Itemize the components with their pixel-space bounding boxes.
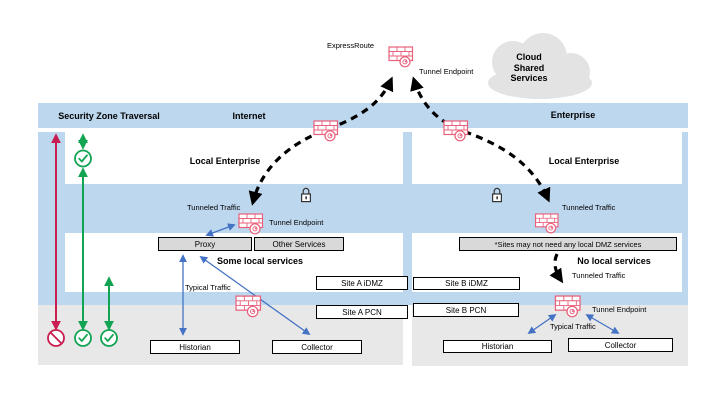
tunneled-traffic-label-b-lower: Tunneled Traffic: [572, 271, 626, 280]
tunneled-traffic-label-b-upper: Tunneled Traffic: [562, 203, 616, 212]
tunneled-traffic-label-a: Tunneled Traffic: [187, 203, 241, 212]
zone-title-internet: Internet: [232, 111, 266, 121]
historian-box-a: Historian: [150, 340, 240, 354]
typical-traffic-label-b: Typical Traffic: [550, 322, 596, 331]
collector-box-b: Collector: [568, 338, 673, 352]
typical-traffic-label-a: Typical Traffic: [185, 283, 231, 292]
site-b-pcn-box: Site B PCN: [413, 303, 519, 317]
no-local-services-label: No local services: [577, 256, 651, 266]
other-services-box: Other Services: [254, 237, 344, 251]
collector-box-a: Collector: [272, 340, 362, 354]
tunnel-endpoint-label-b: Tunnel Endpoint: [592, 305, 647, 314]
some-local-services-label: Some local services: [216, 256, 304, 266]
site-a-pcn-box: Site A PCN: [316, 305, 408, 319]
zone-title-enterprise: Enterprise: [550, 110, 596, 120]
tunnel-endpoint-label-a: Tunnel Endpoint: [269, 218, 324, 227]
proxy-box: Proxy: [158, 237, 252, 251]
local-enterprise-label-a: Local Enterprise: [189, 156, 261, 166]
site-a-idmz-box: Site A iDMZ: [316, 276, 408, 290]
site-b-idmz-box: Site B iDMZ: [413, 277, 520, 290]
cloud-label-line2: Shared: [513, 62, 545, 73]
cloud-shared-services-label: Cloud Shared Services: [497, 52, 561, 84]
local-enterprise-label-b: Local Enterprise: [548, 156, 620, 166]
expressroute-label: ExpressRoute: [327, 41, 375, 50]
firewall-icon-expressroute: [388, 46, 414, 68]
cloud-label-line3: Services: [510, 73, 548, 83]
zone-title-security-traversal: Security Zone Traversal: [58, 111, 160, 121]
tunnel-endpoint-label-top: Tunnel Endpoint: [419, 67, 474, 76]
cloud-label-line1: Cloud: [516, 52, 542, 62]
dmz-note-box: *Sites may not need any local DMZ servic…: [459, 237, 677, 251]
historian-box-b: Historian: [443, 340, 552, 353]
